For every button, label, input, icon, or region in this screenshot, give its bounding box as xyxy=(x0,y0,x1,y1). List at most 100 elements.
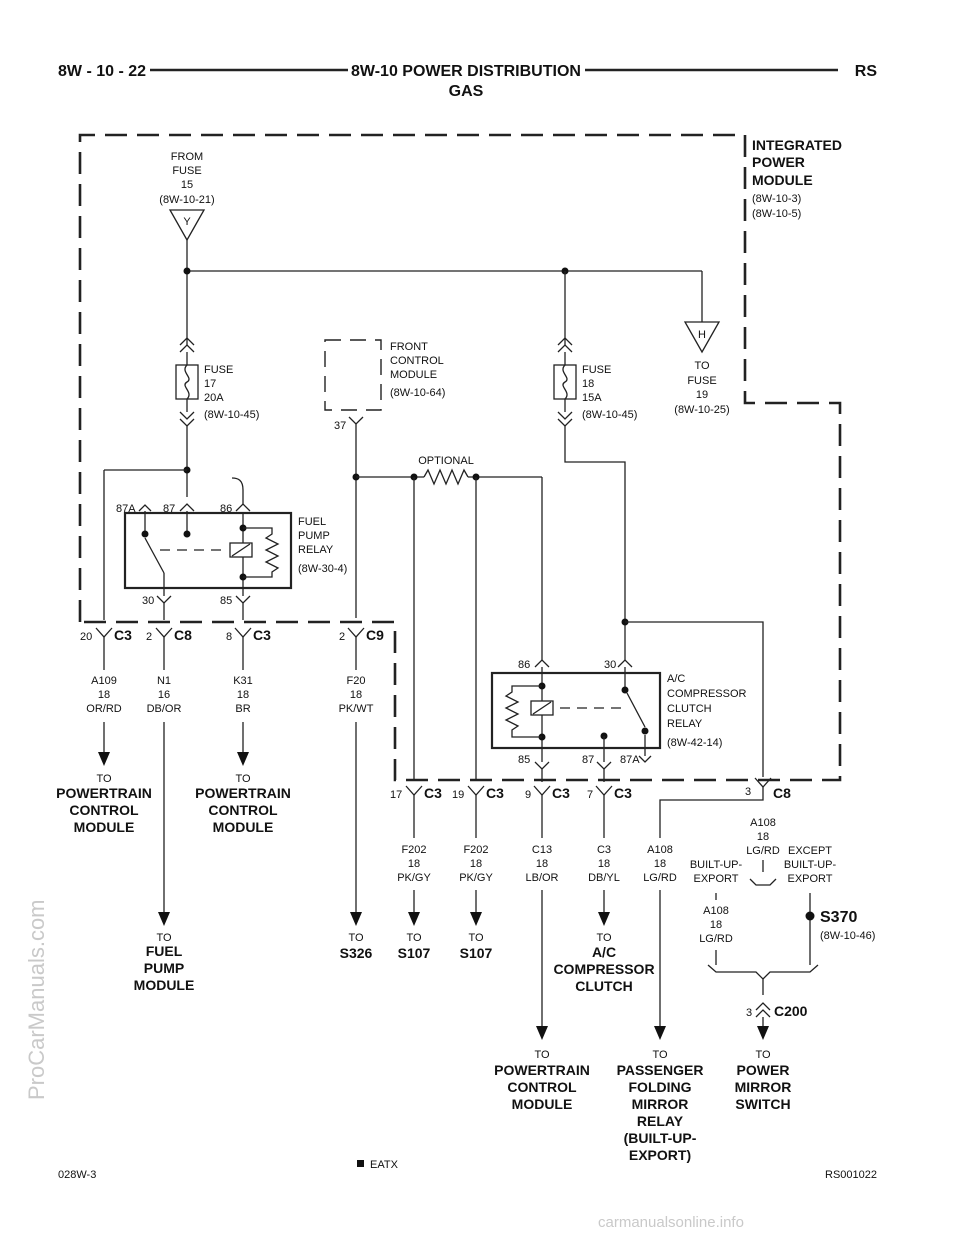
svg-text:TO: TO xyxy=(755,1049,771,1061)
svg-text:20: 20 xyxy=(80,631,92,643)
svg-text:9: 9 xyxy=(525,789,531,801)
wire-label: 18 xyxy=(710,919,722,931)
fcm-outline xyxy=(324,339,382,411)
dest-s326: TO S326 xyxy=(340,932,373,961)
svg-text:C3: C3 xyxy=(486,785,504,801)
fpr-line-3: RELAY xyxy=(298,544,334,556)
except-builtup-2: BUILT-UP- xyxy=(784,859,837,871)
svg-text:PASSENGER: PASSENGER xyxy=(617,1062,704,1078)
ipm-name-3: MODULE xyxy=(752,172,813,188)
svg-text:3: 3 xyxy=(746,1007,752,1019)
fcm-line-1: FRONT xyxy=(390,341,428,353)
to-fuse19-line-3: 19 xyxy=(696,389,708,401)
svg-text:POWERTRAIN: POWERTRAIN xyxy=(56,785,152,801)
fcm-pin: 37 xyxy=(334,420,346,432)
wire-label: DB/YL xyxy=(588,872,620,884)
arrow-down-icon xyxy=(757,1026,769,1040)
fuse18-element xyxy=(562,364,568,400)
svg-text:TO: TO xyxy=(348,932,364,944)
wire-label: 18 xyxy=(98,689,110,701)
svg-text:19: 19 xyxy=(452,789,464,801)
fuse17-line-1: FUSE xyxy=(204,364,233,376)
arrow-down-icon xyxy=(470,912,482,926)
branch-split xyxy=(749,878,777,886)
ac-pin-87a: 87A xyxy=(620,754,640,766)
fuse18-top-terminal xyxy=(557,337,573,353)
footnote-square-icon xyxy=(357,1160,364,1167)
to-fuse19-connector-triangle xyxy=(683,321,721,354)
ac-pin-30: 30 xyxy=(604,659,616,671)
wire-label: F202 xyxy=(401,844,426,856)
svg-text:C8: C8 xyxy=(773,785,791,801)
footer-center: EATX xyxy=(370,1159,399,1171)
wire-label: N1 xyxy=(157,675,171,687)
wire-label: C3 xyxy=(597,844,611,856)
svg-text:CONTROL: CONTROL xyxy=(208,802,278,818)
svg-text:2: 2 xyxy=(339,631,345,643)
s370-ref: (8W-10-46) xyxy=(820,930,875,942)
except-builtup-1: EXCEPT xyxy=(788,845,832,857)
wire-label: 18 xyxy=(536,858,548,870)
fpr-ref: (8W-30-4) xyxy=(298,563,347,575)
source-line-1: FROM xyxy=(171,151,203,163)
dest-passenger-folding-mirror-relay: TO PASSENGER FOLDING MIRROR RELAY (BUILT… xyxy=(617,1049,704,1163)
watermark-bottom: carmanualsonline.info xyxy=(598,1214,744,1231)
wire-label: A108 xyxy=(703,905,729,917)
wire-label: 16 xyxy=(158,689,170,701)
ipm-boundary xyxy=(78,133,842,782)
fpr-pin-85: 85 xyxy=(220,595,232,607)
svg-text:C3: C3 xyxy=(114,627,132,643)
ac-diode-resistor xyxy=(504,685,542,738)
svg-text:MODULE: MODULE xyxy=(134,977,195,993)
svg-text:MODULE: MODULE xyxy=(74,819,135,835)
fcm-pin-terminal xyxy=(348,416,364,425)
svg-text:COMPRESSOR: COMPRESSOR xyxy=(553,961,654,977)
svg-text:POWERTRAIN: POWERTRAIN xyxy=(195,785,291,801)
ac-pin-86: 86 xyxy=(518,659,530,671)
to-fuse19-line-2: FUSE xyxy=(687,375,716,387)
wire-label: 18 xyxy=(350,689,362,701)
fpr-coil xyxy=(229,542,253,558)
fuse18-bottom-terminal xyxy=(557,411,573,427)
wire-label: F20 xyxy=(347,675,366,687)
wire-label: LG/RD xyxy=(699,933,733,945)
fpr-diode-resistor xyxy=(243,527,280,578)
wire-a108-to-mirror-relay xyxy=(659,787,764,838)
wire-fuse18-to-ac-relay xyxy=(564,426,626,660)
to-fuse19-line-4: (8W-10-25) xyxy=(674,404,729,416)
source-line-3: 15 xyxy=(181,179,193,191)
wire-label: LG/RD xyxy=(643,872,677,884)
svg-text:C3: C3 xyxy=(614,785,632,801)
svg-text:RELAY: RELAY xyxy=(637,1113,684,1129)
fpr-pin-30: 30 xyxy=(142,595,154,607)
svg-text:C3: C3 xyxy=(253,627,271,643)
svg-text:TO: TO xyxy=(96,773,112,785)
connector-c200-3: 3 C200 xyxy=(746,1002,808,1019)
arrow-down-icon xyxy=(158,912,170,926)
splice-dot xyxy=(183,267,191,275)
optional-resistor xyxy=(423,468,469,486)
ac-coil xyxy=(530,700,554,716)
svg-text:PUMP: PUMP xyxy=(144,960,184,976)
except-builtup-3: EXPORT xyxy=(787,873,832,885)
builtup-export-2: EXPORT xyxy=(693,873,738,885)
fuse17-bottom-terminal xyxy=(179,411,195,427)
wire-label: K31 xyxy=(233,675,253,687)
connector-c3-17: 17 C3 xyxy=(390,785,442,801)
dest-power-mirror-switch: TO POWER MIRROR SWITCH xyxy=(735,1049,792,1112)
fcm-line-3: MODULE xyxy=(390,369,437,381)
wire-label: LB/OR xyxy=(525,872,558,884)
fuse17-line-2: 17 xyxy=(204,378,216,390)
header-model: RS xyxy=(855,63,878,80)
source-line-2: FUSE xyxy=(172,165,201,177)
fcm-ref: (8W-10-64) xyxy=(390,387,445,399)
svg-text:A/C: A/C xyxy=(592,944,616,960)
svg-text:8: 8 xyxy=(226,631,232,643)
wire-label: PK/GY xyxy=(397,872,431,884)
fuse17-top-terminal xyxy=(179,337,195,353)
footer-left: 028W-3 xyxy=(58,1169,96,1181)
svg-text:TO: TO xyxy=(468,932,484,944)
fpr-line-1: FUEL xyxy=(298,516,326,528)
svg-text:TO: TO xyxy=(235,773,251,785)
